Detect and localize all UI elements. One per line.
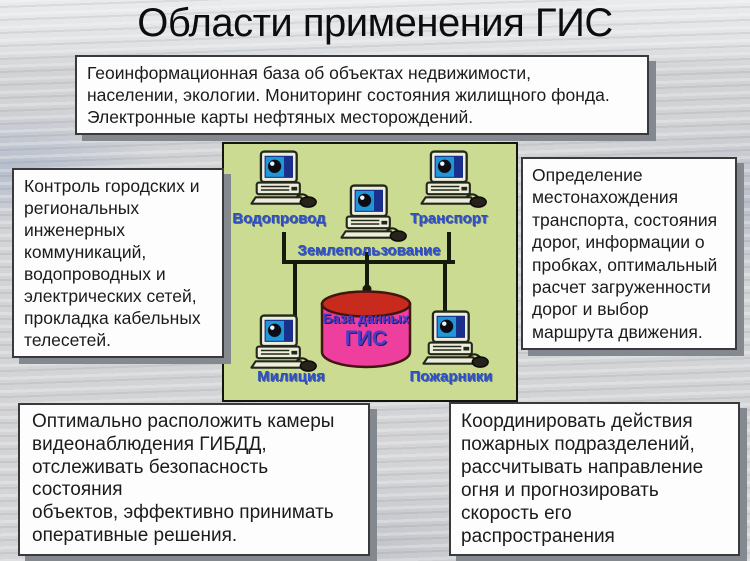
node-label-militsia: Милиция (257, 368, 325, 385)
callout-geo-database: Геоинформационная база об объектах недви… (75, 55, 649, 135)
callout-traffic-cameras: Оптимально расположить камеры видеонаблю… (18, 403, 370, 556)
callout-transport-monitoring: Определение местонахождения транспорта, … (521, 157, 737, 351)
callout-fire-coordination: Координировать действия пожарных подразд… (449, 402, 740, 556)
callout-utilities-control: Контроль городских и региональных инжене… (12, 168, 224, 358)
computer-icon (418, 150, 488, 211)
slide-title: Области применения ГИС (137, 1, 613, 45)
node-label-zemlepolzovanie: Землепользование (297, 242, 441, 259)
database-label-line2: ГИС (344, 327, 388, 350)
database-label-line1: База данных (322, 311, 410, 326)
database-cylinder-icon (320, 290, 412, 369)
gis-database-cylinder: База данных ГИС (318, 289, 414, 375)
node-label-transport: Транспорт (409, 210, 489, 227)
gis-network-diagram: Водопровод Транспорт Землепользование Ми… (222, 142, 518, 402)
computer-icon (248, 314, 318, 375)
computer-icon (248, 150, 318, 211)
database-label: База данных ГИС (318, 311, 414, 352)
node-label-vodoprovod: Водопровод (232, 210, 326, 227)
computer-icon (420, 310, 490, 371)
node-label-pozharniki: Пожарники (409, 368, 493, 385)
